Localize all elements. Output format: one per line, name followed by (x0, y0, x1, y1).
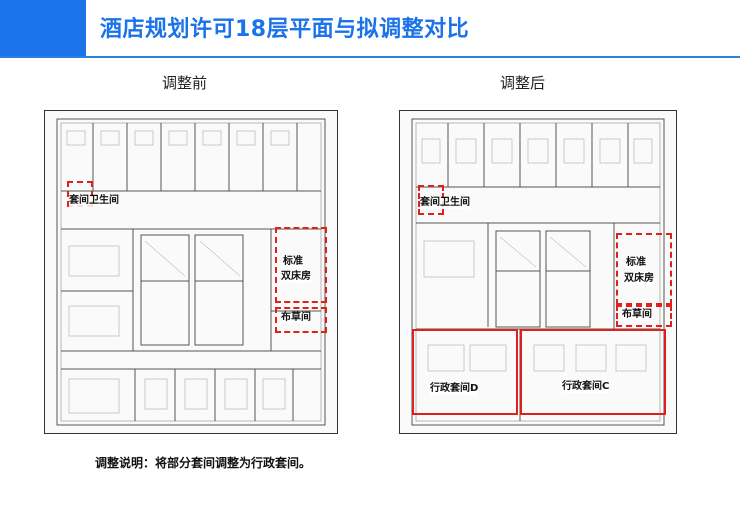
after-label: 调整后 (500, 74, 546, 92)
before-linen-label: 布草间 (281, 312, 311, 324)
after-exec-suite-c-label: 行政套间C (562, 381, 610, 393)
slide-title: 酒店规划许可18层平面与拟调整对比 (100, 17, 470, 42)
before-standard-label-line1: 标准 (283, 256, 303, 268)
before-label: 调整前 (162, 74, 208, 92)
before-standard-label-line2: 双床房 (281, 271, 311, 283)
adjustment-note: 调整说明：将部分套间调整为行政套间。 (95, 456, 312, 470)
after-suite-bath-label: 套间卫生间 (420, 197, 470, 209)
before-linen-highlight (275, 307, 327, 333)
after-exec-suite-d-highlight (412, 329, 518, 415)
after-floor-plan: 套间卫生间 标准 双床房 布草间 行政套间D 行政套间C (399, 110, 677, 434)
before-suite-bath-label: 套间卫生间 (69, 195, 119, 207)
before-plan-drawing (56, 118, 326, 426)
header-divider (0, 56, 740, 58)
before-floor-plan: 套间卫生间 标准 双床房 布草间 (44, 110, 338, 434)
after-exec-suite-c-highlight (520, 329, 666, 415)
after-standard-room-highlight (616, 233, 672, 305)
after-linen-highlight (616, 305, 672, 327)
header-accent-block (0, 0, 86, 58)
slide-header: 酒店规划许可18层平面与拟调整对比 (0, 0, 740, 58)
after-exec-suite-d-label: 行政套间D (430, 383, 479, 395)
before-standard-room-highlight (275, 227, 327, 303)
after-standard-label-line1: 标准 (626, 257, 646, 269)
after-linen-label: 布草间 (622, 309, 652, 321)
after-standard-label-line2: 双床房 (624, 273, 654, 285)
